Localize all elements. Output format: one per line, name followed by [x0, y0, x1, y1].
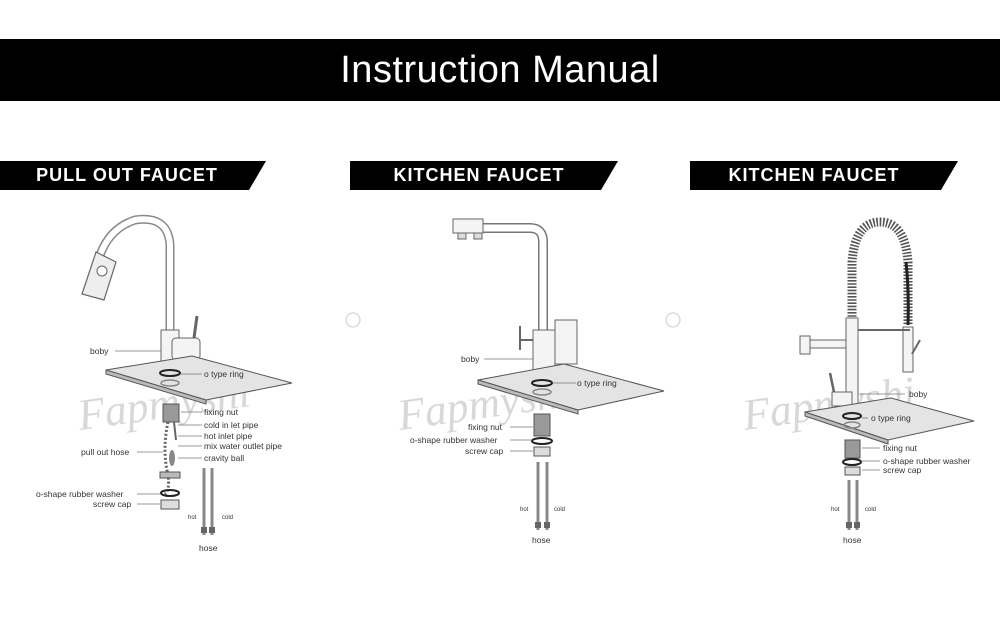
- label-cold: cold: [865, 507, 876, 513]
- panel-header-pull-out: PULL OUT FAUCET: [0, 161, 266, 190]
- leader-lines: [115, 350, 202, 505]
- page-title: Instruction Manual: [340, 48, 660, 91]
- label-hose: hose: [532, 535, 551, 545]
- o-ring: [842, 412, 862, 420]
- panel-header-kitchen-2: KITCHEN FAUCET: [690, 161, 958, 190]
- pull-out-spray-head: [81, 251, 117, 301]
- rubber-washer: [160, 489, 180, 497]
- panel-kitchen-faucet-2: Fapmyshi boby: [739, 217, 975, 545]
- label-screw-cap: screw cap: [465, 446, 504, 456]
- label-rubber-washer: o-shape rubber washer: [36, 489, 124, 499]
- spray-head: [902, 326, 914, 373]
- o-ring: [159, 369, 181, 377]
- label-o-type-ring: o type ring: [871, 413, 911, 423]
- label-boby: boby: [909, 389, 928, 399]
- label-rubber-washer: o-shape rubber washer: [410, 435, 498, 445]
- panel-kitchen-faucet-1: Fapmyshi boby: [394, 218, 681, 545]
- label-pull-out-hose: pull out hose: [81, 447, 129, 457]
- fixing-nut: [844, 439, 861, 459]
- panel-header-text: PULL OUT FAUCET: [36, 165, 218, 185]
- label-boby: boby: [90, 346, 109, 356]
- rubber-washer: [531, 437, 553, 445]
- o-ring: [531, 379, 553, 387]
- panel-pull-out-faucet: Fapmyshi: [36, 214, 361, 553]
- label-screw-cap: screw cap: [883, 465, 922, 475]
- label-fixing-nut: fixing nut: [468, 422, 503, 432]
- label-boby: boby: [461, 354, 480, 364]
- panel-header-text: KITCHEN FAUCET: [728, 165, 900, 185]
- label-hose: hose: [843, 535, 862, 545]
- label-hot-inlet: hot inlet pipe: [204, 431, 252, 441]
- fixing-nut: [162, 403, 180, 423]
- label-cravity-ball: cravity ball: [204, 453, 244, 463]
- registered-mark-icon: [665, 312, 681, 328]
- fixing-nut: [533, 413, 551, 437]
- leader-lines: [860, 393, 905, 471]
- label-o-type-ring: o type ring: [204, 369, 244, 379]
- screw-cap: [844, 466, 861, 476]
- label-fixing-nut: fixing nut: [204, 407, 239, 417]
- panel-header-kitchen-1: KITCHEN FAUCET: [350, 161, 618, 190]
- horizontal-spout: [807, 339, 853, 349]
- label-o-type-ring: o type ring: [577, 378, 617, 388]
- spout-head: [452, 218, 484, 234]
- label-hot: hot: [520, 507, 529, 513]
- label-cold-inlet: cold in let pipe: [204, 420, 259, 430]
- cravity-ball: [169, 450, 175, 466]
- label-hot: hot: [188, 515, 197, 521]
- label-screw-cap: screw cap: [93, 499, 132, 509]
- spray-nozzle: [96, 265, 108, 277]
- label-cold: cold: [554, 507, 565, 513]
- label-hot: hot: [831, 507, 840, 513]
- screw-cap: [160, 499, 180, 510]
- spring-coil: [847, 217, 913, 325]
- handle-lever: [828, 372, 836, 393]
- label-cold: cold: [222, 515, 233, 521]
- label-rubber-washer: o-shape rubber washer: [883, 456, 971, 466]
- side-handle: [554, 319, 578, 365]
- spout: [456, 223, 548, 330]
- title-bar: Instruction Manual: [0, 39, 1000, 101]
- label-mix-outlet: mix water outlet pipe: [204, 441, 282, 451]
- inner-hose: [904, 261, 910, 326]
- label-fixing-nut: fixing nut: [883, 443, 918, 453]
- screw-cap: [533, 446, 551, 457]
- registered-mark-icon: [345, 312, 361, 328]
- inlet-pipes: [173, 421, 177, 441]
- pull-out-hose: [163, 421, 171, 496]
- rubber-washer: [842, 458, 862, 466]
- label-hose: hose: [199, 543, 218, 553]
- leader-lines: [484, 358, 576, 452]
- handle-lever: [192, 315, 199, 339]
- panel-header-text: KITCHEN FAUCET: [393, 165, 565, 185]
